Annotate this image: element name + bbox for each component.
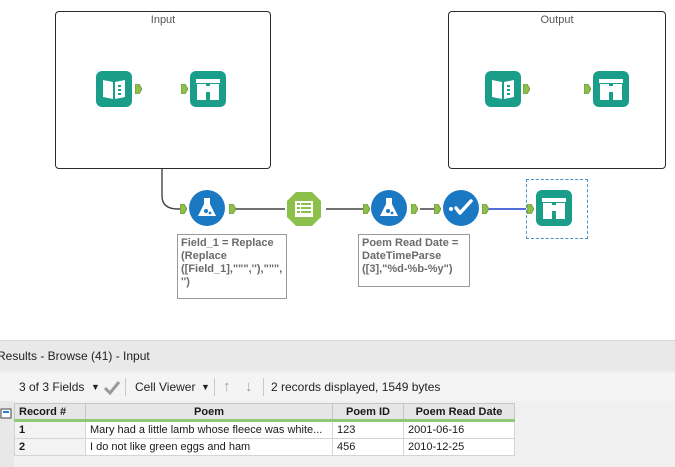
book-icon — [485, 71, 521, 107]
input-anchor[interactable] — [434, 204, 441, 214]
data-cleansing-tool[interactable] — [443, 190, 479, 226]
output-container-title: Output — [540, 14, 574, 26]
table-row[interactable]: 2 I do not like green eggs and ham 456 2… — [14, 438, 515, 456]
column-header-poem-read-date[interactable]: Poem Read Date — [403, 403, 515, 422]
output-container[interactable]: Output — [448, 11, 666, 169]
output-anchor[interactable] — [482, 204, 489, 214]
output-anchor[interactable] — [411, 204, 418, 214]
chevron-down-icon[interactable]: ▼ — [201, 382, 210, 392]
book-icon — [96, 71, 132, 107]
selected-tool-outline — [526, 179, 588, 239]
poem-id-cell[interactable]: 123 — [332, 420, 404, 439]
table-row[interactable]: 1 Mary had a little lamb whose fleece wa… — [14, 420, 515, 439]
column-header-poem[interactable]: Poem — [85, 403, 333, 422]
flask-icon — [371, 190, 407, 226]
output-anchor[interactable] — [523, 84, 530, 94]
results-panel: Results - Browse (41) - Input 3 of 3 Fie… — [0, 340, 675, 467]
binoculars-icon — [593, 71, 629, 107]
toolbar-divider — [263, 378, 264, 396]
workflow-canvas[interactable]: Input Output — [0, 0, 675, 340]
input-container[interactable]: Input — [55, 11, 271, 169]
arrow-up-icon[interactable]: ↑ — [223, 378, 231, 395]
poem-id-cell[interactable]: 456 — [332, 438, 404, 456]
input-anchor[interactable] — [363, 204, 370, 214]
cell-viewer-label[interactable]: Cell Viewer — [135, 380, 196, 394]
arrow-down-icon[interactable]: ↓ — [245, 378, 253, 395]
select-tool[interactable] — [286, 191, 322, 227]
results-title: Results - Browse (41) - Input — [0, 349, 150, 363]
records-status: 2 records displayed, 1549 bytes — [271, 380, 441, 394]
results-toolbar: 3 of 3 Fields ▼ Cell Viewer ▼ ↑ ↓ 2 reco… — [0, 373, 675, 401]
poem-read-date-cell[interactable]: 2001-06-16 — [403, 420, 515, 439]
poem-cell[interactable]: I do not like green eggs and ham — [85, 438, 333, 456]
browse-tool-2[interactable] — [593, 71, 629, 107]
input-anchor[interactable] — [180, 204, 187, 214]
input-anchor[interactable] — [584, 84, 591, 94]
toolbar-divider — [214, 378, 215, 396]
toolbar-divider — [125, 378, 126, 396]
formula-tool[interactable] — [189, 190, 225, 226]
binoculars-icon — [190, 71, 226, 107]
select-columns-icon — [287, 192, 321, 226]
column-header-poem-id[interactable]: Poem ID — [332, 403, 404, 422]
flask-icon — [189, 190, 225, 226]
browse-tool[interactable] — [190, 71, 226, 107]
fields-selector-label[interactable]: 3 of 3 Fields — [19, 380, 85, 394]
input-data-tool-2[interactable] — [485, 71, 521, 107]
output-anchor[interactable] — [135, 84, 142, 94]
checkmark-icon — [443, 190, 479, 226]
formula-annotation: Field_1 = Replace (Replace ([Field_1],""… — [177, 234, 287, 299]
poem-cell[interactable]: Mary had a little lamb whose fleece was … — [85, 420, 333, 439]
record-number-cell[interactable]: 1 — [14, 420, 86, 439]
results-grid[interactable]: Record # Poem Poem ID Poem Read Date 1 M… — [14, 403, 515, 456]
input-anchor[interactable] — [527, 204, 534, 214]
input-container-title: Input — [150, 14, 176, 26]
chevron-down-icon[interactable]: ▼ — [91, 382, 100, 392]
binoculars-icon — [536, 190, 572, 226]
datetime-annotation: Poem Read Date = DateTimeParse ([3],"%d-… — [358, 234, 470, 287]
output-anchor[interactable] — [229, 204, 236, 214]
datetime-tool[interactable] — [371, 190, 407, 226]
results-title-bar: Results - Browse (41) - Input — [0, 341, 675, 371]
column-header-record[interactable]: Record # — [14, 403, 86, 422]
browse-tool-selected[interactable] — [536, 190, 572, 226]
record-number-cell[interactable]: 2 — [14, 438, 86, 456]
poem-read-date-cell[interactable]: 2010-12-25 — [403, 438, 515, 456]
input-anchor[interactable] — [181, 84, 188, 94]
checkmark-icon[interactable] — [103, 373, 121, 401]
input-data-tool[interactable] — [96, 71, 132, 107]
